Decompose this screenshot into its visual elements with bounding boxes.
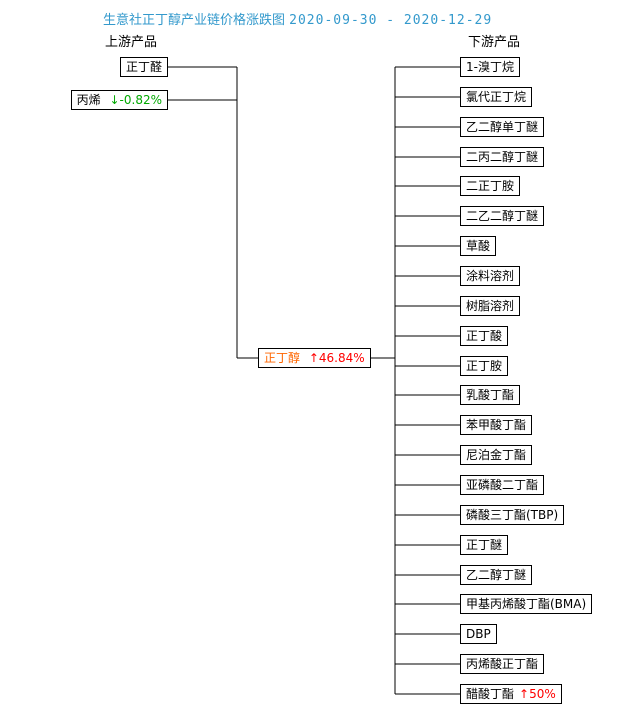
price-change-up: ↑50% xyxy=(519,687,556,701)
downstream-node: DBP xyxy=(460,624,497,644)
downstream-node: 二乙二醇丁醚 xyxy=(460,206,545,226)
downstream-node: 1-溴丁烷 xyxy=(460,57,520,77)
downstream-node: 苯甲酸丁酯 xyxy=(460,415,533,435)
upstream-column-label: 上游产品 xyxy=(105,35,158,50)
downstream-node: 醋酸丁酯 ↑50% xyxy=(460,684,562,704)
downstream-node: 正丁胺 xyxy=(460,356,509,376)
downstream-node: 乙二醇单丁醚 xyxy=(460,117,545,137)
downstream-node: 正丁酸 xyxy=(460,326,509,346)
product-name: 正丁醛 xyxy=(125,60,162,74)
product-name: 二丙二醇丁醚 xyxy=(466,150,539,164)
upstream-node-butyraldehyde: 正丁醛 xyxy=(119,57,168,77)
chart-title: 生意社正丁醇产业链价格涨跌图 2020-09-30 - 2020-12-29 xyxy=(103,9,492,28)
center-node-n-butanol: 正丁醇 ↑46.84% xyxy=(258,348,371,368)
product-name: 草酸 xyxy=(466,239,491,253)
product-name: DBP xyxy=(466,627,491,641)
product-name: 尼泊金丁酯 xyxy=(466,448,527,462)
downstream-node: 二丙二醇丁醚 xyxy=(460,147,545,167)
downstream-node: 丙烯酸正丁酯 xyxy=(460,654,545,674)
downstream-node: 涂料溶剂 xyxy=(460,266,521,286)
downstream-node: 亚磷酸二丁酯 xyxy=(460,475,545,495)
downstream-node: 磷酸三丁酯(TBP) xyxy=(460,505,565,525)
product-name: 1-溴丁烷 xyxy=(466,60,514,74)
product-name: 乙二醇单丁醚 xyxy=(466,120,539,134)
downstream-node: 氯代正丁烷 xyxy=(460,87,533,107)
price-change-down: ↓-0.82% xyxy=(109,93,162,107)
product-name: 醋酸丁酯 xyxy=(466,687,515,701)
product-name: 氯代正丁烷 xyxy=(466,90,527,104)
product-name: 二乙二醇丁醚 xyxy=(466,209,539,223)
product-name: 甲基丙烯酸丁酯(BMA) xyxy=(466,597,587,611)
downstream-node: 乳酸丁酯 xyxy=(460,385,521,405)
product-name: 树脂溶剂 xyxy=(466,299,515,313)
product-name: 正丁醇 xyxy=(264,351,301,365)
downstream-node: 甲基丙烯酸丁酯(BMA) xyxy=(460,594,593,614)
upstream-node-propylene: 丙烯 ↓-0.82% xyxy=(70,90,168,110)
product-name: 正丁酸 xyxy=(466,329,503,343)
downstream-node: 树脂溶剂 xyxy=(460,296,521,316)
chart-date-range: 2020-09-30 - 2020-12-29 xyxy=(289,13,493,28)
product-name: 乙二醇丁醚 xyxy=(466,568,527,582)
product-name: 磷酸三丁酯(TBP) xyxy=(466,508,559,522)
product-name: 乳酸丁酯 xyxy=(466,388,515,402)
product-name: 涂料溶剂 xyxy=(466,269,515,283)
product-name: 丙烯 xyxy=(76,93,101,107)
downstream-node: 正丁醚 xyxy=(460,535,509,555)
product-name: 亚磷酸二丁酯 xyxy=(466,478,539,492)
price-change-up: ↑46.84% xyxy=(308,351,365,365)
downstream-node: 尼泊金丁酯 xyxy=(460,445,533,465)
product-name: 正丁胺 xyxy=(466,359,503,373)
product-name: 苯甲酸丁酯 xyxy=(466,418,527,432)
downstream-node: 乙二醇丁醚 xyxy=(460,565,533,585)
chart-title-text: 生意社正丁醇产业链价格涨跌图 xyxy=(103,13,286,28)
downstream-column-label: 下游产品 xyxy=(468,35,521,50)
product-name: 二正丁胺 xyxy=(466,179,515,193)
downstream-node: 草酸 xyxy=(460,236,497,256)
product-name: 丙烯酸正丁酯 xyxy=(466,657,539,671)
downstream-node: 二正丁胺 xyxy=(460,176,521,196)
product-name: 正丁醚 xyxy=(466,538,503,552)
